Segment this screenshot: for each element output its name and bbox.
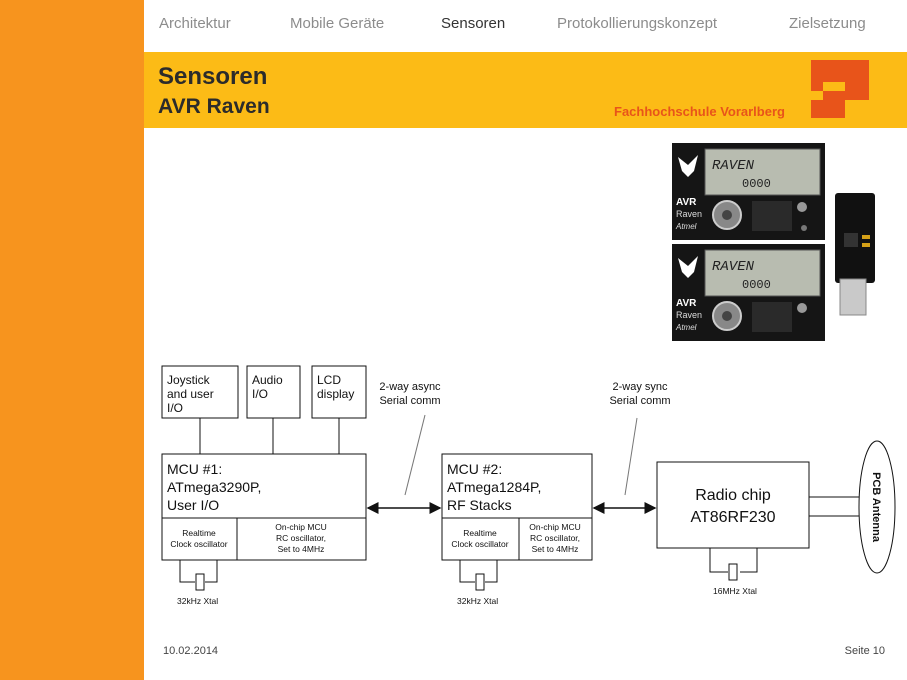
brand-text: AVR [676, 197, 697, 208]
svg-text:PCB Antenna: PCB Antenna [870, 472, 882, 543]
footer-date: 10.02.2014 [163, 645, 219, 657]
lcd-text: RAVEN [712, 158, 755, 174]
logo-text: Fachhochschule Vorarlberg [614, 104, 785, 119]
header-band: Sensoren AVR Raven Fachhochschule Vorarl… [144, 52, 907, 128]
product-text: Raven [676, 209, 702, 219]
maker-text-2: Atmel [675, 323, 697, 332]
svg-text:MCU #1:ATmega3290P,User I/O: MCU #1:ATmega3290P,User I/O [167, 461, 261, 513]
maker-text: Atmel [675, 222, 697, 231]
raven-bird-icon-2 [678, 256, 698, 278]
crystal-3: 16MHz Xtal [709, 548, 758, 596]
left-sidebar-bar [0, 0, 144, 680]
page-subtitle: AVR Raven [158, 95, 270, 118]
raven-board-bottom: RAVEN 0000 AVR Raven Atmel [672, 244, 825, 341]
usb-stick [835, 193, 875, 316]
page-title: Sensoren [158, 63, 268, 90]
nav-item-architektur[interactable]: Architektur [159, 15, 231, 32]
svg-text:0000: 0000 [742, 278, 771, 292]
nav-item-zielsetzung[interactable]: Zielsetzung [789, 15, 866, 32]
footer-page-number: Seite 10 [844, 645, 885, 657]
svg-text:0000: 0000 [742, 177, 771, 191]
brand-text-2: AVR [676, 298, 697, 309]
svg-text:16MHz Xtal: 16MHz Xtal [713, 586, 757, 596]
lcd-text-2: RAVEN [712, 259, 755, 275]
avr-raven-photo: RAVEN 0000 AVR Raven Atmel RAVEN 0000 AV… [672, 143, 875, 341]
nav-item-sensoren[interactable]: Sensoren [441, 15, 506, 32]
top-navigation: Architektur Mobile Geräte Sensoren Proto… [144, 0, 907, 52]
svg-text:MCU #2:ATmega1284P,RF Stacks: MCU #2:ATmega1284P,RF Stacks [447, 461, 541, 513]
product-text-2: Raven [676, 310, 702, 320]
nav-item-protokollierungskonzept[interactable]: Protokollierungskonzept [557, 15, 718, 32]
raven-bird-icon [678, 155, 698, 177]
svg-text:32kHz Xtal: 32kHz Xtal [177, 596, 218, 606]
nav-item-mobile-geraete[interactable]: Mobile Geräte [290, 15, 385, 32]
crystal-2: 32kHz Xtal [457, 560, 498, 606]
crystal-1: 32kHz Xtal [177, 560, 218, 606]
fh-logo-icon [811, 60, 869, 118]
svg-text:32kHz Xtal: 32kHz Xtal [457, 596, 498, 606]
raven-board-top: RAVEN 0000 AVR Raven Atmel [672, 143, 825, 240]
pcb-antenna: PCB Antenna [858, 440, 896, 574]
